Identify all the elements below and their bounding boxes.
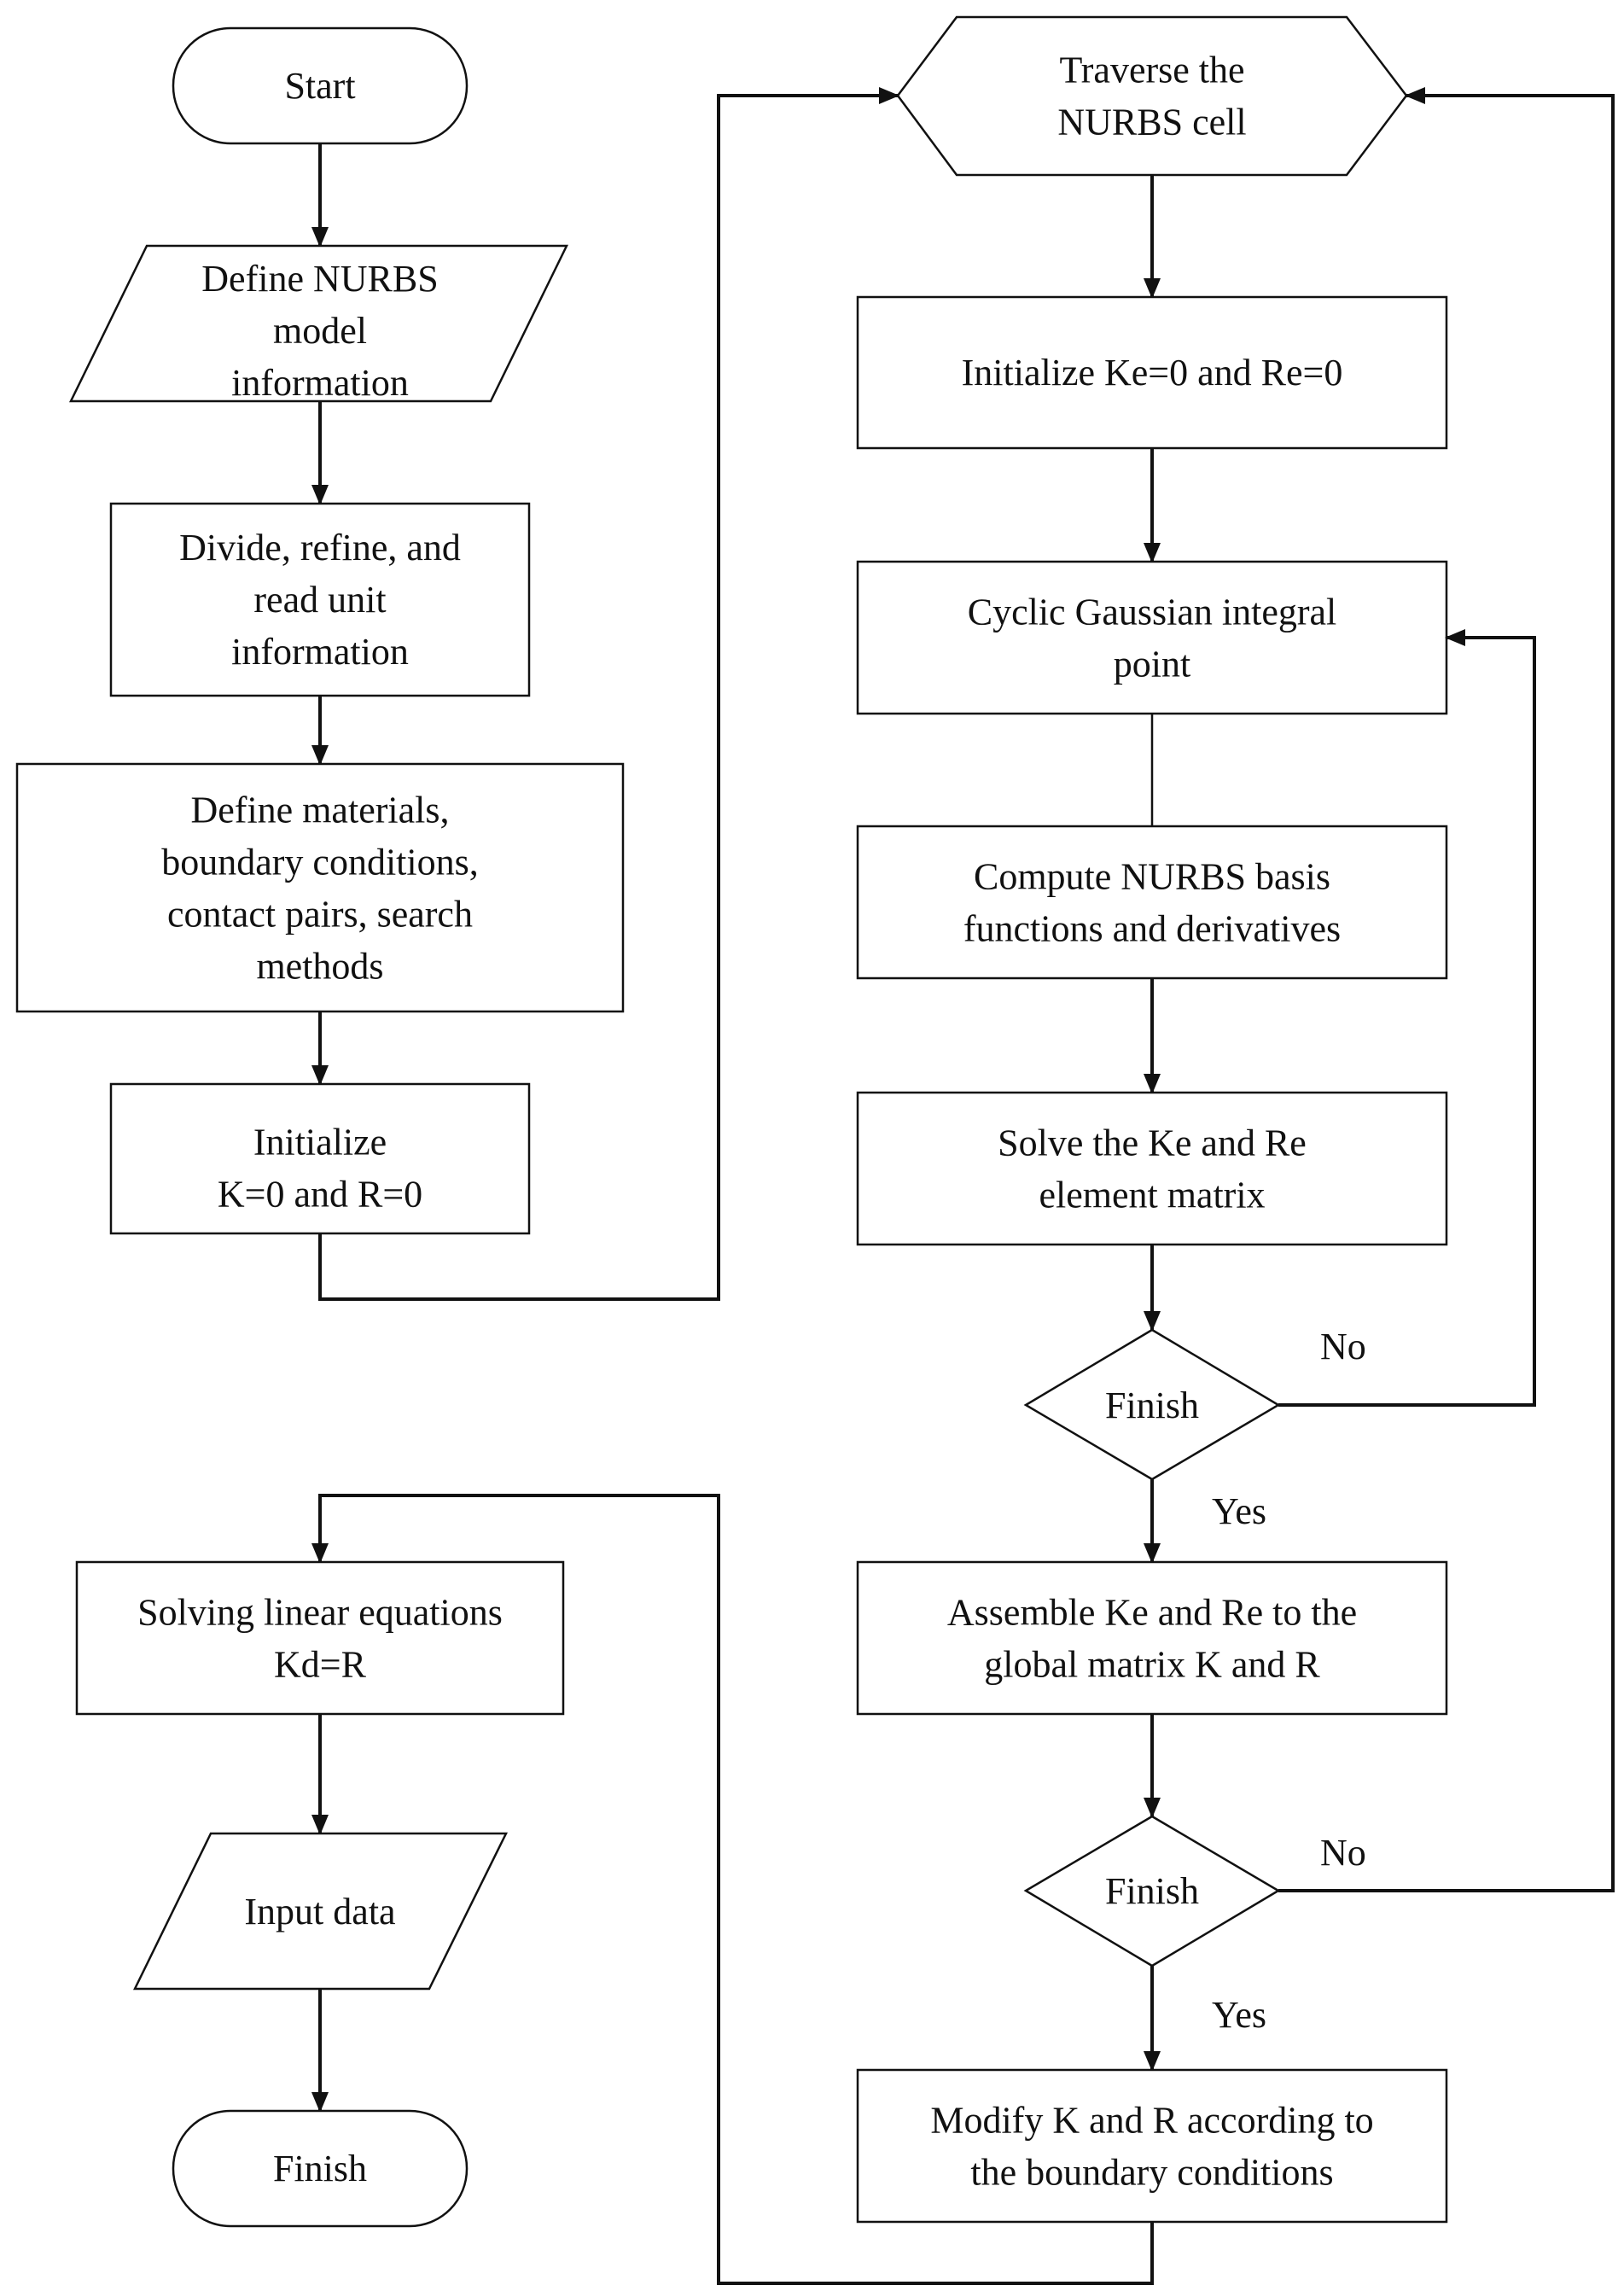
solve-element-line: Solve the Ke and Re bbox=[998, 1122, 1307, 1164]
define-nurbs-line: Define NURBS bbox=[201, 258, 438, 300]
connector-finish1-no bbox=[1278, 629, 1536, 1407]
start-line: Start bbox=[284, 65, 355, 107]
compute-basis-line: Compute NURBS basis bbox=[974, 856, 1330, 898]
init-element-label: Initialize Ke=0 and Re=0 bbox=[962, 352, 1343, 393]
solve-element-label: Solve the Ke and Re element matrix bbox=[998, 1122, 1307, 1216]
define-materials-line: methods bbox=[256, 946, 383, 988]
yes-label-1: Yes bbox=[1212, 1490, 1266, 1532]
input-data-io: Input data bbox=[132, 1832, 509, 1991]
start-label: Start bbox=[284, 65, 355, 107]
define-materials-line: boundary conditions, bbox=[161, 842, 479, 883]
modify-bc-line: the boundary conditions bbox=[970, 2152, 1333, 2194]
start-terminator: Start bbox=[172, 26, 469, 145]
finish-decision-2: Finish bbox=[1023, 1815, 1281, 1967]
compute-basis-line: functions and derivatives bbox=[963, 908, 1341, 950]
define-materials-line: Define materials, bbox=[191, 790, 450, 831]
cyclic-gauss-label: Cyclic Gaussian integral point bbox=[968, 592, 1337, 685]
define-materials-label: Define materials, boundary conditions, con… bbox=[161, 790, 479, 988]
modify-bc-line: Modify K and R according to bbox=[930, 2100, 1373, 2142]
connector-init-to-traverse bbox=[318, 87, 899, 1301]
assemble-line: Assemble Ke and Re to the bbox=[947, 1592, 1357, 1634]
finish-terminator: Finish bbox=[172, 2109, 469, 2228]
cyclic-gauss-line: point bbox=[1114, 644, 1190, 685]
no-label-1: No bbox=[1320, 1326, 1366, 1367]
init-element-line: Initialize Ke=0 and Re=0 bbox=[962, 352, 1343, 393]
init-global-line: K=0 and R=0 bbox=[218, 1174, 422, 1215]
divide-refine-line: read unit bbox=[253, 579, 386, 621]
yes-label-2: Yes bbox=[1212, 1994, 1266, 2036]
divide-refine-line: information bbox=[231, 631, 409, 673]
divide-refine-label: Divide, refine, and read unit information bbox=[179, 527, 461, 673]
assemble-label: Assemble Ke and Re to the global matrix K… bbox=[947, 1592, 1357, 1686]
divide-refine-process: Divide, refine, and read unit information bbox=[109, 502, 531, 697]
finish-end-line: Finish bbox=[273, 2148, 367, 2189]
finish-end-label: Finish bbox=[273, 2148, 367, 2189]
finish-decision-2-line: Finish bbox=[1105, 1870, 1199, 1912]
init-global-line: Initialize bbox=[253, 1122, 387, 1163]
init-element-process: Initialize Ke=0 and Re=0 bbox=[856, 295, 1448, 450]
input-data-label: Input data bbox=[244, 1891, 395, 1932]
assemble-process: Assemble Ke and Re to the global matrix K… bbox=[856, 1560, 1448, 1716]
compute-basis-process: Compute NURBS basis functions and derivat… bbox=[856, 825, 1448, 980]
finish-decision-1: Finish bbox=[1023, 1328, 1281, 1481]
divide-refine-line: Divide, refine, and bbox=[179, 527, 461, 568]
traverse-line: NURBS cell bbox=[1057, 102, 1246, 143]
modify-bc-process: Modify K and R according to the boundary … bbox=[856, 2068, 1448, 2224]
modify-bc-label: Modify K and R according to the boundary … bbox=[930, 2100, 1373, 2194]
define-materials-process: Define materials, boundary conditions, con… bbox=[15, 762, 625, 1013]
finish-decision-1-line: Finish bbox=[1105, 1385, 1199, 1426]
no-label-2: No bbox=[1320, 1832, 1366, 1874]
cyclic-gauss-process: Cyclic Gaussian integral point bbox=[856, 560, 1448, 715]
define-nurbs-label: Define NURBS model information bbox=[201, 258, 438, 404]
connector-finish2-no bbox=[1278, 87, 1615, 1892]
traverse-line: Traverse the bbox=[1059, 50, 1244, 91]
finish-decision-1-label: Finish bbox=[1105, 1385, 1199, 1426]
solve-linear-line: Solving linear equations bbox=[137, 1592, 503, 1634]
define-nurbs-input: Define NURBS model information bbox=[68, 244, 569, 404]
solve-linear-line: Kd=R bbox=[274, 1644, 367, 1686]
connector-modify-to-solve-linear bbox=[311, 1494, 1154, 2285]
solve-element-process: Solve the Ke and Re element matrix bbox=[856, 1091, 1448, 1246]
assemble-line: global matrix K and R bbox=[984, 1644, 1320, 1686]
solve-element-line: element matrix bbox=[1039, 1175, 1265, 1216]
input-data-line: Input data bbox=[244, 1891, 395, 1932]
compute-basis-label: Compute NURBS basis functions and derivat… bbox=[963, 856, 1341, 950]
define-nurbs-line: information bbox=[231, 362, 409, 404]
cyclic-gauss-line: Cyclic Gaussian integral bbox=[968, 592, 1337, 633]
finish-decision-2-label: Finish bbox=[1105, 1870, 1199, 1912]
define-materials-line: contact pairs, search bbox=[167, 894, 473, 936]
define-nurbs-line: model bbox=[273, 310, 367, 352]
